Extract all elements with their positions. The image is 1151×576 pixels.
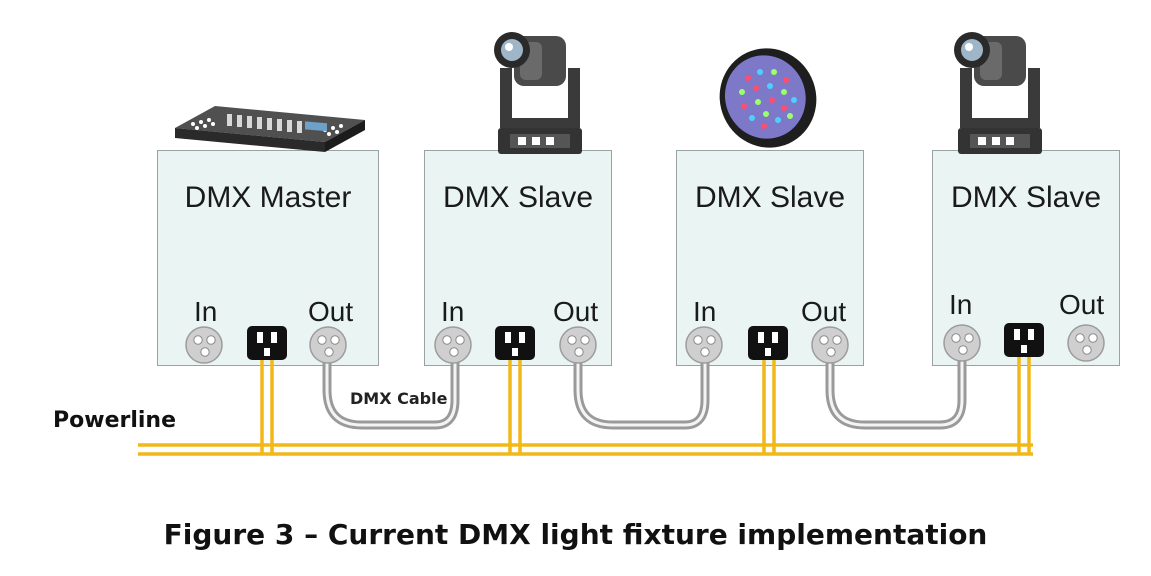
- dmx-cable: [825, 355, 967, 430]
- out-port-label: Out: [801, 296, 847, 327]
- led-par-light-icon: [719, 48, 817, 148]
- node-box-dmx-master: DMX Master In Out: [157, 150, 379, 366]
- in-port-label: In: [693, 296, 717, 327]
- dmx-cable-label: DMX Cable: [350, 389, 448, 408]
- out-port-label: Out: [1059, 289, 1105, 320]
- node-box-dmx-slave-2: DMX Slave In Out: [676, 150, 864, 366]
- node-title: DMX Slave: [950, 181, 1102, 214]
- out-port-label: Out: [553, 296, 599, 327]
- node-box-dmx-slave-3: DMX Slave In Out: [932, 150, 1120, 366]
- node-title: DMX Slave: [694, 181, 846, 214]
- node-title: DMX Slave: [442, 181, 594, 214]
- dmx-cable: [573, 355, 710, 430]
- in-port-label: In: [194, 296, 218, 327]
- powerline-label: Powerline: [53, 408, 176, 433]
- node-title: DMX Master: [184, 181, 352, 214]
- out-port-label: Out: [308, 296, 354, 327]
- node-box-dmx-slave-1: DMX Slave In Out: [424, 150, 612, 366]
- in-port-label: In: [949, 289, 973, 320]
- moving-head-light-icon: [954, 32, 1042, 154]
- dmx-controller-icon: [175, 106, 365, 152]
- figure-caption: Figure 3 – Current DMX light fixture imp…: [163, 518, 988, 551]
- in-port-label: In: [441, 296, 465, 327]
- moving-head-light-icon: [494, 32, 582, 154]
